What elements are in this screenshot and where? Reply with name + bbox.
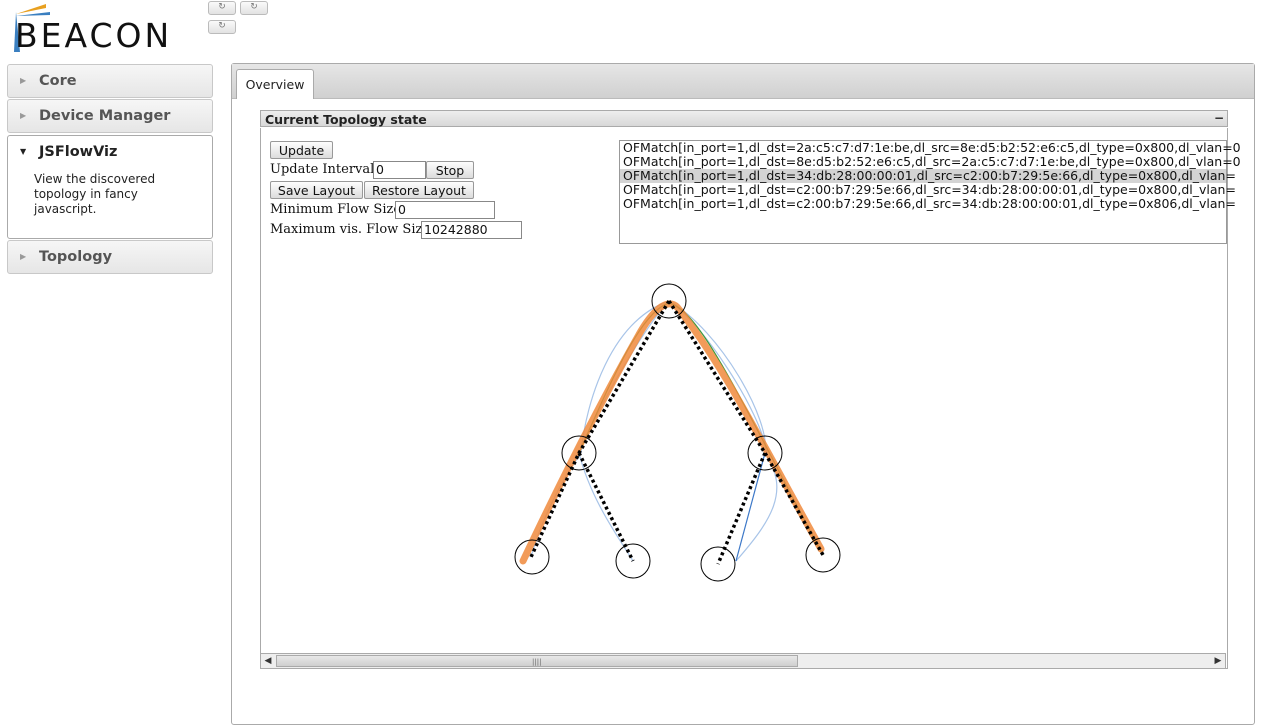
switch-node-right[interactable] [747, 435, 783, 471]
host-node-3[interactable] [700, 546, 736, 582]
refresh-icon: ↻ [218, 21, 226, 31]
restore-layout-button[interactable]: Restore Layout [364, 181, 474, 199]
tab-overview[interactable]: Overview [236, 69, 314, 99]
host-node-2[interactable] [615, 543, 651, 579]
max-flow-label: Maximum vis. Flow Size: [270, 222, 435, 237]
panel-title-text: Current Topology state [265, 112, 427, 127]
scroll-right-icon[interactable]: ▶ [1214, 656, 1222, 666]
sidebar-header-core[interactable]: ▶ Core [8, 65, 212, 97]
sidebar-section-core[interactable]: ▶ Core [7, 64, 213, 98]
sidebar-section-jsflowviz[interactable]: ▼ JSFlowViz View the discovered topology… [7, 135, 213, 239]
flow-curves-light [530, 300, 778, 562]
triangle-down-icon: ▼ [20, 147, 27, 156]
sidebar-header-device-manager[interactable]: ▶ Device Manager [8, 100, 212, 132]
sidebar-label: Core [39, 73, 77, 89]
flow-list[interactable]: OFMatch[in_port=1,dl_dst=2a:c5:c7:d7:1e:… [619, 140, 1241, 244]
scroll-left-icon[interactable]: ◀ [264, 656, 272, 666]
sidebar-label: Device Manager [39, 108, 171, 124]
sidebar-label: JSFlowViz [39, 144, 118, 160]
sidebar-section-topology[interactable]: ▶ Topology [7, 240, 213, 274]
nodes[interactable] [514, 283, 841, 582]
logo-text: BEACON [15, 16, 173, 55]
update-interval-input[interactable]: 0 [373, 161, 426, 179]
triangle-right-icon: ▶ [20, 111, 27, 120]
host-node-4[interactable] [805, 537, 841, 573]
flow-line-blue [735, 452, 766, 562]
collapse-icon[interactable]: − [1214, 111, 1225, 125]
min-flow-input[interactable]: 0 [395, 201, 495, 219]
main-panel: Overview Current Topology state − Update… [231, 63, 1255, 725]
sidebar-label: Topology [39, 249, 113, 265]
flow-line-highlight [519, 300, 825, 565]
refresh-button-2[interactable]: ↻ [240, 1, 268, 15]
flow-list-item[interactable]: OFMatch[in_port=1,dl_dst=8e:d5:b2:52:e6:… [623, 154, 1241, 169]
topology-graph[interactable] [233, 254, 1223, 650]
update-button[interactable]: Update [270, 141, 333, 159]
stop-button[interactable]: Stop [426, 161, 474, 179]
refresh-icon: ↻ [250, 2, 258, 12]
sidebar-header-jsflowviz[interactable]: ▼ JSFlowViz [8, 136, 212, 168]
refresh-button-1[interactable]: ↻ [208, 1, 236, 15]
min-flow-label: Minimum Flow Size: [270, 202, 406, 217]
save-layout-button[interactable]: Save Layout [270, 181, 363, 199]
flow-lines-dotted [529, 300, 825, 565]
flow-list-item[interactable]: OFMatch[in_port=1,dl_dst=2a:c5:c7:d7:1e:… [623, 140, 1241, 155]
sidebar-header-topology[interactable]: ▶ Topology [8, 241, 212, 273]
lighthouse-beam-icon [14, 4, 50, 52]
scrollbar-thumb[interactable]: |||| [276, 655, 798, 667]
refresh-button-3[interactable]: ↻ [208, 20, 236, 34]
update-interval-label: Update Interval: [270, 162, 379, 177]
sidebar-section-description: View the discovered topology in fancy ja… [34, 172, 156, 216]
switch-node-root[interactable] [651, 283, 687, 319]
refresh-icon: ↻ [218, 2, 226, 12]
flow-list-item-selected[interactable]: OFMatch[in_port=1,dl_dst=34:db:28:00:00:… [620, 169, 1236, 183]
triangle-right-icon: ▶ [20, 252, 27, 261]
horizontal-scrollbar[interactable]: ◀ |||| ▶ [260, 653, 1226, 669]
sidebar-section-device-manager[interactable]: ▶ Device Manager [7, 99, 213, 133]
beacon-logo: BEACON [6, 2, 206, 55]
flow-list-item[interactable]: OFMatch[in_port=1,dl_dst=c2:00:b7:29:5e:… [623, 196, 1236, 211]
flow-list-item[interactable]: OFMatch[in_port=1,dl_dst=c2:00:b7:29:5e:… [623, 182, 1236, 197]
tab-bar: Overview [232, 64, 1254, 99]
panel-title: Current Topology state − [260, 110, 1228, 127]
switch-node-left[interactable] [561, 435, 597, 471]
host-node-1[interactable] [514, 539, 550, 575]
max-flow-input[interactable]: 10242880 [421, 221, 522, 239]
triangle-right-icon: ▶ [20, 76, 27, 85]
grip-icon: |||| [532, 658, 542, 666]
